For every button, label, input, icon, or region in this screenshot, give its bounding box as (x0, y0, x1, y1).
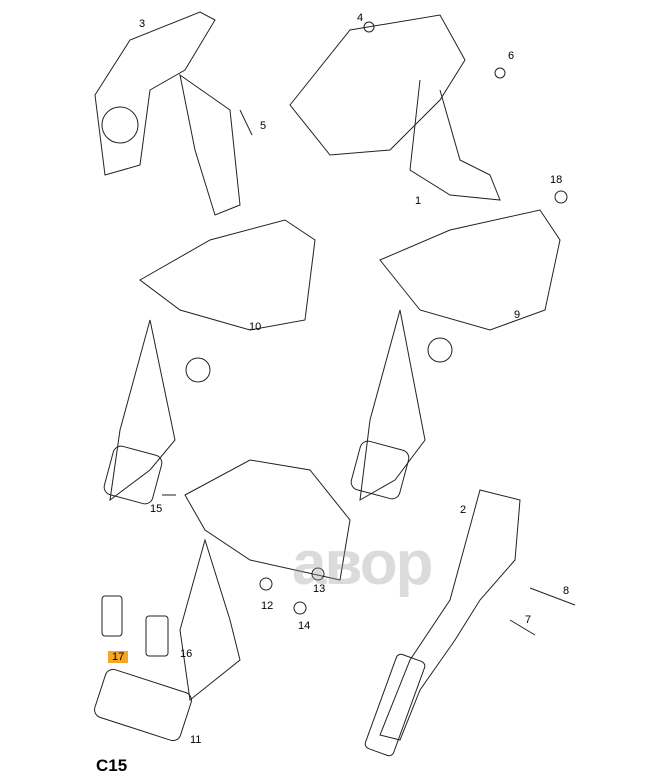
part-label-17-highlighted[interactable]: 17 (108, 651, 129, 663)
watermark: aвор (292, 529, 434, 598)
accelerator-pedal-2 (364, 489, 521, 757)
pedal-box-10 (103, 219, 316, 505)
part-label-1[interactable]: 1 (415, 195, 422, 207)
bracket-3 (94, 11, 241, 216)
part-label-5[interactable]: 5 (260, 120, 267, 132)
part-label-4[interactable]: 4 (357, 12, 364, 24)
part-label-18[interactable]: 18 (550, 174, 563, 186)
part-label-16[interactable]: 16 (180, 648, 193, 660)
pedal-1 (289, 14, 501, 201)
part-label-11[interactable]: 11 (190, 734, 202, 746)
pedal-box-9 (350, 209, 561, 501)
part-label-13[interactable]: 13 (313, 583, 326, 595)
part-label-3[interactable]: 3 (139, 18, 146, 30)
part-label-12[interactable]: 12 (261, 600, 274, 612)
part-label-7[interactable]: 7 (525, 614, 532, 626)
small-parts (101, 21, 576, 657)
part-label-8[interactable]: 8 (563, 585, 570, 597)
part-label-9[interactable]: 9 (514, 309, 521, 321)
part-label-6[interactable]: 6 (508, 50, 515, 62)
part-label-10[interactable]: 10 (249, 321, 262, 333)
diagram-code: C15 (96, 756, 128, 775)
part-label-14[interactable]: 14 (298, 620, 311, 632)
part-label-15[interactable]: 15 (150, 503, 163, 515)
clutch-pedal-11 (94, 459, 351, 742)
part-label-2[interactable]: 2 (460, 504, 467, 516)
